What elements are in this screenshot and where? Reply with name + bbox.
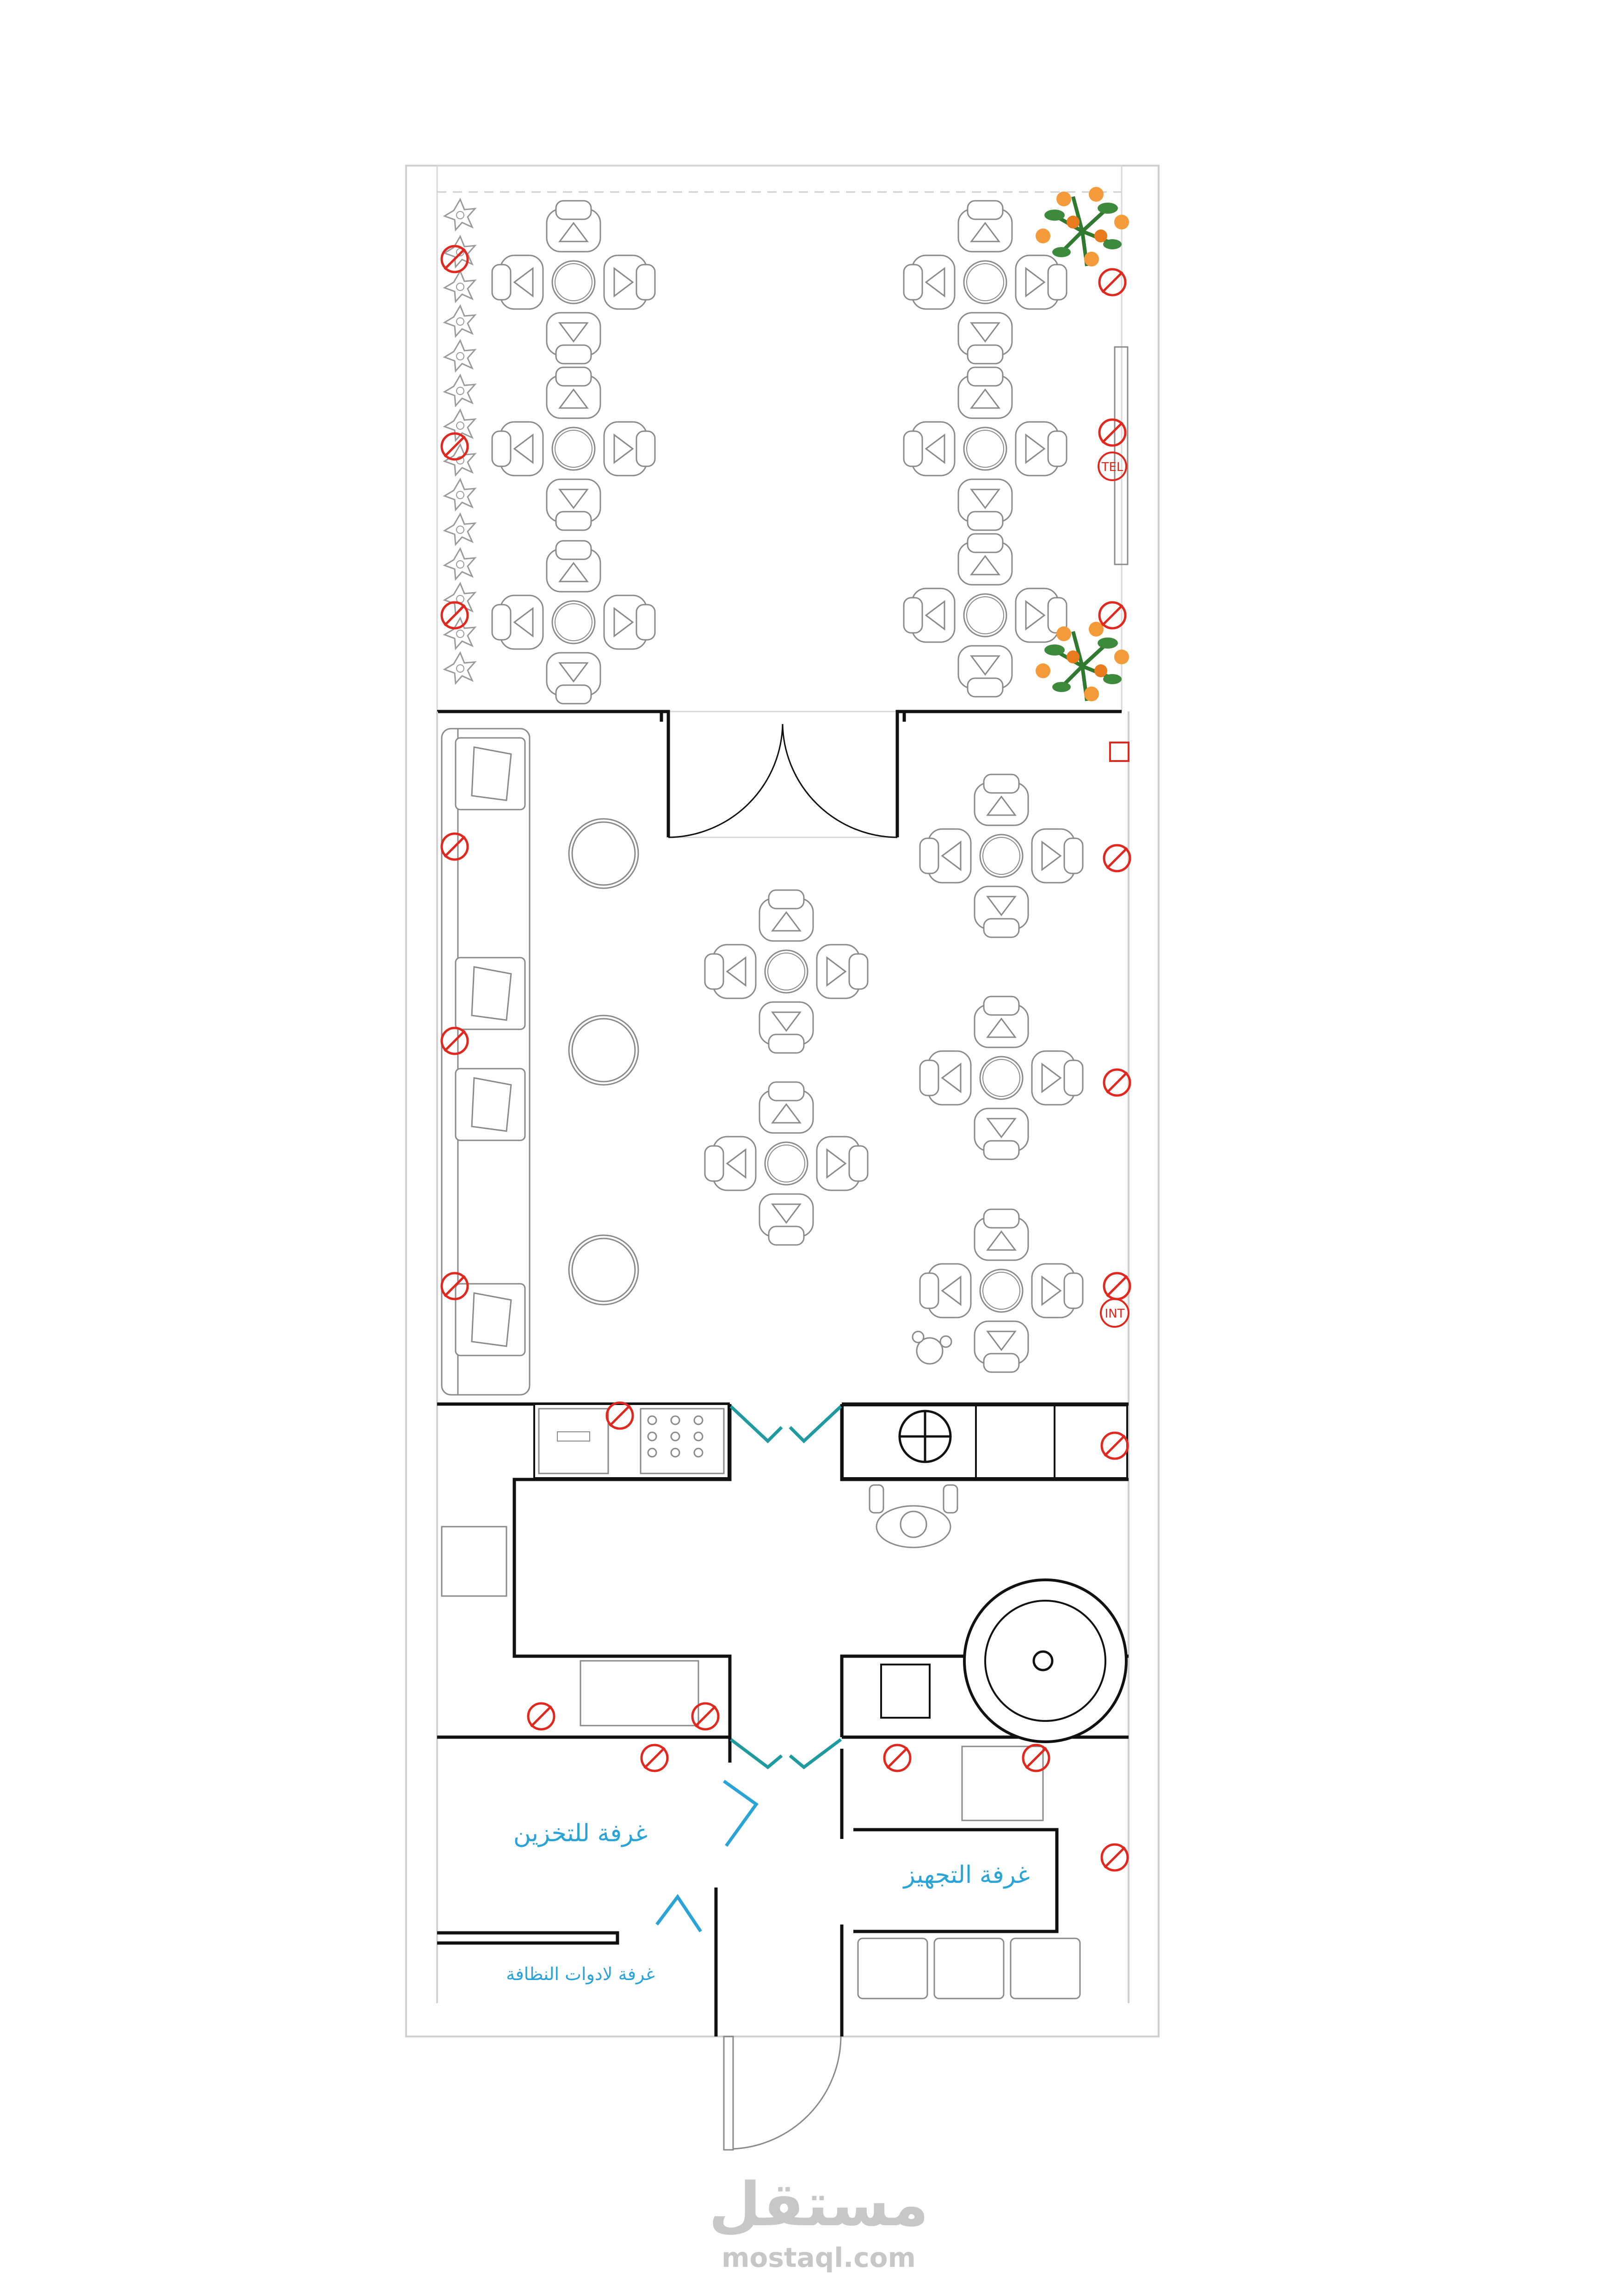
prep-room-label: غرفة التجهيز (902, 1861, 1030, 1889)
flower-icon (444, 478, 476, 511)
outdoor-seating (492, 201, 1067, 704)
outlet-icon (1102, 1844, 1128, 1870)
outlet-icon (884, 1745, 910, 1771)
stove-burners (647, 1415, 704, 1458)
round-table-icon (492, 367, 655, 530)
round-table-icon (904, 367, 1067, 530)
round-table-icon (492, 541, 655, 704)
prep-room-fixtures (857, 1745, 1081, 1999)
tel-label: TEL (1101, 460, 1123, 474)
plant-icon (1036, 187, 1129, 266)
flower-icon (444, 198, 476, 231)
kitchen-door (729, 1405, 842, 1770)
watermark-arabic: مستقل (709, 2169, 928, 2240)
round-table-icon (492, 201, 655, 364)
chef-figure (869, 1484, 958, 1548)
indoor-seating (705, 774, 1083, 1372)
flower-icon (444, 513, 476, 545)
outlet-icon (1104, 1273, 1130, 1299)
flower-icon (444, 652, 476, 684)
round-table-icon (920, 774, 1083, 937)
side-tables (568, 818, 639, 1306)
small-stool (912, 1331, 952, 1365)
patio-outline (436, 165, 1123, 712)
int-label: INT (1105, 1307, 1125, 1321)
outlet-icon (1104, 1070, 1130, 1095)
watermark-latin: mostaql.com (722, 2242, 916, 2273)
round-table-icon (705, 1082, 868, 1245)
flower-icon (444, 270, 476, 303)
round-table-icon (920, 996, 1083, 1159)
round-table-icon (705, 890, 868, 1053)
flower-icon (444, 548, 476, 580)
kitchen-equipment (441, 1403, 1128, 1743)
outlet-icon (1104, 845, 1130, 871)
round-table-icon (904, 201, 1067, 364)
panel-icon (1109, 742, 1129, 762)
storage-room-label: غرفة للتخزين (513, 1819, 648, 1847)
flower-icon (444, 235, 476, 268)
entry-door (723, 2036, 842, 2151)
flower-icon (444, 305, 476, 337)
flower-icon (444, 617, 476, 650)
right-rail (1114, 346, 1129, 565)
flower-icon (444, 340, 476, 372)
round-table-icon (920, 1209, 1083, 1372)
outlet-icon (528, 1703, 554, 1729)
flower-icon (444, 444, 476, 476)
walls (436, 710, 1129, 2036)
wall-sofa (441, 728, 531, 1396)
room-doors (655, 1780, 759, 1932)
outlet-icon (642, 1745, 667, 1771)
cleaning-room-label: غرفة لادوات النظافة (506, 1964, 655, 1985)
flower-icon (444, 374, 476, 407)
